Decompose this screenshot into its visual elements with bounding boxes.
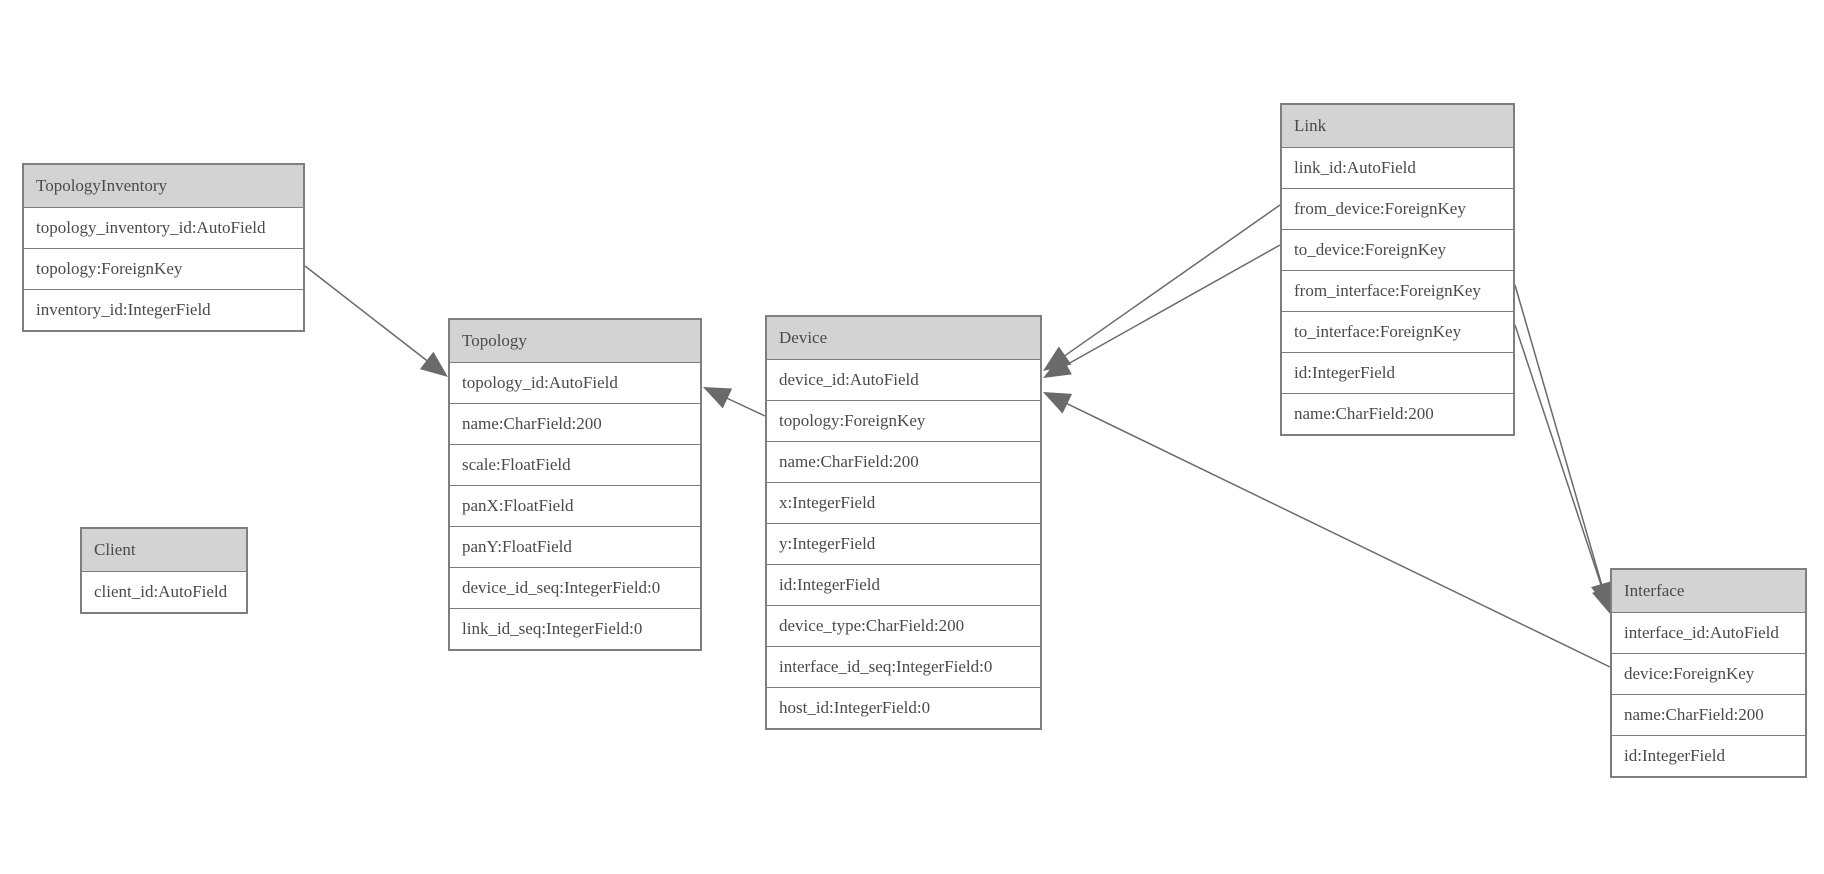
- entity-field-row: from_device:ForeignKey: [1282, 189, 1513, 230]
- relation-arrowhead-to-device: [1043, 355, 1072, 378]
- entity-title-topology[interactable]: Topology: [450, 320, 700, 363]
- entity-field-row: topology:ForeignKey: [767, 401, 1040, 442]
- relation-line-link-from-device: [1061, 204, 1281, 359]
- relation-line-link-from-interface: [1514, 284, 1604, 589]
- entity-field-row: device:ForeignKey: [1612, 654, 1805, 695]
- entity-field-row: topology_id:AutoField: [450, 363, 700, 404]
- entity-field-row: scale:FloatField: [450, 445, 700, 486]
- entity-field-row: id:IntegerField: [1282, 353, 1513, 394]
- entity-field-row: device_id:AutoField: [767, 360, 1040, 401]
- entity-title-client[interactable]: Client: [82, 529, 246, 572]
- relation-arrowhead-to-topology: [703, 387, 733, 409]
- entity-field-row: link_id_seq:IntegerField:0: [450, 609, 700, 649]
- relation-arrowhead-to-topology: [419, 351, 448, 377]
- entity-field-row: name:CharField:200: [1282, 394, 1513, 434]
- entity-field-row: panY:FloatField: [450, 527, 700, 568]
- relation-arrowhead-to-device: [1043, 392, 1073, 414]
- entity-field-row: interface_id_seq:IntegerField:0: [767, 647, 1040, 688]
- relation-arrowhead-to-interface: [1592, 585, 1613, 615]
- entity-field-row: topology_inventory_id:AutoField: [24, 208, 303, 249]
- relation-line-link-to-device: [1062, 244, 1281, 368]
- entity-field-row: from_interface:ForeignKey: [1282, 271, 1513, 312]
- entity-field-row: x:IntegerField: [767, 483, 1040, 524]
- entity-field-row: name:CharField:200: [767, 442, 1040, 483]
- entity-field-row: to_device:ForeignKey: [1282, 230, 1513, 271]
- entity-field-row: name:CharField:200: [450, 404, 700, 445]
- entity-field-row: panX:FloatField: [450, 486, 700, 527]
- entity-field-row: to_interface:ForeignKey: [1282, 312, 1513, 353]
- entity-field-row: y:IntegerField: [767, 524, 1040, 565]
- entity-field-row: name:CharField:200: [1612, 695, 1805, 736]
- entity-field-row: client_id:AutoField: [82, 572, 246, 612]
- entity-field-row: interface_id:AutoField: [1612, 613, 1805, 654]
- entity-field-row: link_id:AutoField: [1282, 148, 1513, 189]
- entity-field-row: device_id_seq:IntegerField:0: [450, 568, 700, 609]
- relation-line-link-to-interface: [1514, 324, 1605, 594]
- entity-field-row: host_id:IntegerField:0: [767, 688, 1040, 728]
- entity-field-row: inventory_id:IntegerField: [24, 290, 303, 330]
- entity-field-row: id:IntegerField: [767, 565, 1040, 606]
- entity-title-topologyinventory[interactable]: TopologyInventory: [24, 165, 303, 208]
- relation-line-interface-device: [1063, 401, 1611, 668]
- entity-field-row: id:IntegerField: [1612, 736, 1805, 776]
- entity-field-row: device_type:CharField:200: [767, 606, 1040, 647]
- entity-title-interface[interactable]: Interface: [1612, 570, 1805, 613]
- entity-title-link[interactable]: Link: [1282, 105, 1513, 148]
- relation-line-topologyinventory-topology: [304, 265, 431, 364]
- entity-field-row: topology:ForeignKey: [24, 249, 303, 290]
- entity-title-device[interactable]: Device: [767, 317, 1040, 360]
- relation-line-device-topology: [723, 396, 766, 417]
